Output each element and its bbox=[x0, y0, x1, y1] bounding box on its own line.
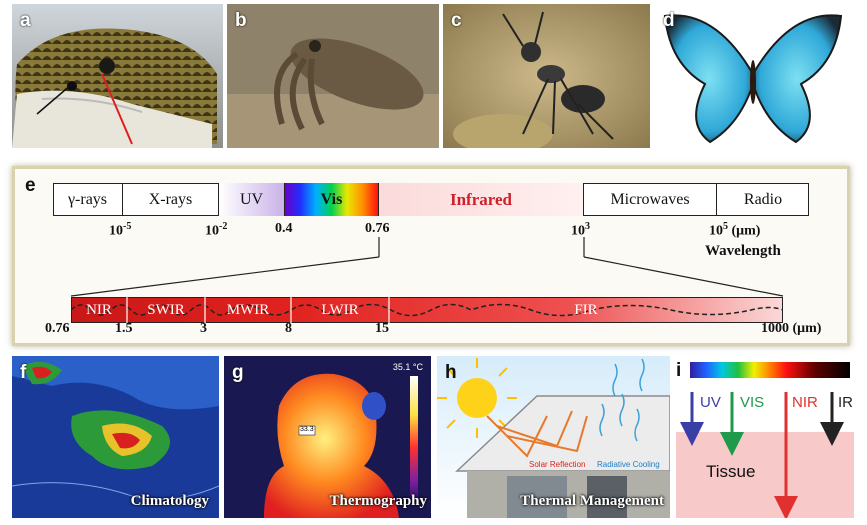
uv-label: UV bbox=[700, 394, 721, 411]
tick-1e-5: 10-5 bbox=[109, 221, 131, 240]
tick-1e3: 103 bbox=[571, 221, 590, 240]
panel-label-g: g bbox=[232, 362, 244, 383]
ir-segment-nir: NIR bbox=[86, 301, 112, 318]
panel-b-cuttlefish: b bbox=[227, 4, 439, 148]
panel-label-f: f bbox=[20, 362, 27, 383]
band-vis: Vis bbox=[285, 183, 379, 216]
ir-wave bbox=[71, 297, 783, 323]
tick-exp: -5 bbox=[123, 221, 132, 232]
tick-1e-2: 10-2 bbox=[205, 221, 227, 240]
tick-0-76: 0.76 bbox=[365, 221, 390, 236]
tick-base: 10 bbox=[571, 223, 585, 239]
nir-label: NIR bbox=[792, 394, 818, 411]
climatology-image bbox=[12, 356, 219, 518]
panel-label-b: b bbox=[235, 10, 247, 31]
panel-d-butterfly: d bbox=[655, 4, 851, 148]
panel-c-ant: c bbox=[443, 4, 650, 148]
tissue-label: Tissue bbox=[706, 462, 756, 481]
band-microwaves: Microwaves bbox=[584, 183, 717, 216]
butterfly-image bbox=[655, 4, 851, 148]
ir-segment-mwir: MWIR bbox=[226, 301, 270, 318]
caption-thermography: Thermography bbox=[329, 493, 428, 509]
tick-exp: -2 bbox=[219, 221, 228, 232]
panel-label-a: a bbox=[20, 10, 31, 31]
band-infrared: Infrared bbox=[379, 183, 584, 216]
panel-label-c: c bbox=[451, 10, 462, 31]
spectrum-strip bbox=[690, 362, 850, 378]
caption-climatology: Climatology bbox=[130, 493, 209, 509]
band-x-rays: X-rays bbox=[123, 183, 219, 216]
band-gamma-rays: γ-rays bbox=[53, 183, 123, 216]
band-uv: UV bbox=[219, 183, 285, 216]
thermal-management-image bbox=[437, 356, 670, 518]
ir-segment-lwir: LWIR bbox=[321, 301, 359, 318]
solar-reflection-label: Solar Reflection bbox=[529, 460, 586, 469]
caption-thermal-management: Thermal Management bbox=[520, 493, 664, 509]
radiative-cooling-label: Radiative Cooling bbox=[597, 460, 660, 469]
panel-f-climatology: f Climatology bbox=[12, 356, 219, 518]
tick-unit: (μm) bbox=[728, 223, 761, 239]
cuttlefish-image bbox=[227, 4, 439, 148]
ir-bar bbox=[71, 297, 783, 323]
ir-tick-8: 8 bbox=[285, 321, 292, 336]
panel-g-thermography: 33.3 35.1 °C g Thermography bbox=[224, 356, 431, 518]
snake-image bbox=[12, 4, 223, 148]
ir-label: IR bbox=[838, 394, 853, 411]
panel-label-i: i bbox=[676, 360, 682, 381]
panel-a-snake: a bbox=[12, 4, 223, 148]
thermo-temp-readout: 35.1 °C bbox=[392, 362, 423, 372]
wavelength-label: Wavelength bbox=[705, 243, 781, 259]
ir-tick-1-5: 1.5 bbox=[115, 321, 133, 336]
vis-label: VIS bbox=[740, 394, 765, 411]
panel-label-e: e bbox=[25, 175, 36, 196]
penetration-arrows bbox=[680, 392, 844, 518]
ir-tick-0-76: 0.76 bbox=[45, 321, 70, 336]
ir-tick-15: 15 bbox=[375, 321, 389, 336]
panel-label-h: h bbox=[445, 362, 457, 383]
tick-0-4: 0.4 bbox=[275, 221, 293, 236]
panel-i-tissue-penetration: Tissue UV VIS NIR IR i bbox=[676, 356, 854, 518]
tick-base: 10 bbox=[109, 223, 123, 239]
panel-e-spectrum: e γ-rays X-rays UV Vis Infrared Microwav… bbox=[12, 166, 850, 346]
tick-exp: 5 bbox=[723, 221, 728, 232]
ir-tick-3: 3 bbox=[200, 321, 207, 336]
band-radio: Radio bbox=[743, 190, 783, 208]
tick-1e5: 105 (μm) bbox=[709, 221, 760, 240]
tick-exp: 3 bbox=[585, 221, 590, 232]
thermo-spot-readout: 33.3 bbox=[300, 426, 314, 433]
panel-h-thermal-management: Solar Reflection Radiative Cooling h The… bbox=[437, 356, 670, 518]
ant-image bbox=[443, 4, 650, 148]
tick-base: 10 bbox=[709, 223, 723, 239]
thermography-image bbox=[224, 356, 431, 518]
tick-base: 10 bbox=[205, 223, 219, 239]
ir-segment-swir: SWIR bbox=[147, 301, 185, 318]
panel-label-d: d bbox=[663, 10, 675, 31]
tissue-block bbox=[676, 432, 854, 518]
ir-tick-1000: 1000 (μm) bbox=[761, 321, 822, 336]
ir-segment-fir: FIR bbox=[574, 301, 598, 318]
